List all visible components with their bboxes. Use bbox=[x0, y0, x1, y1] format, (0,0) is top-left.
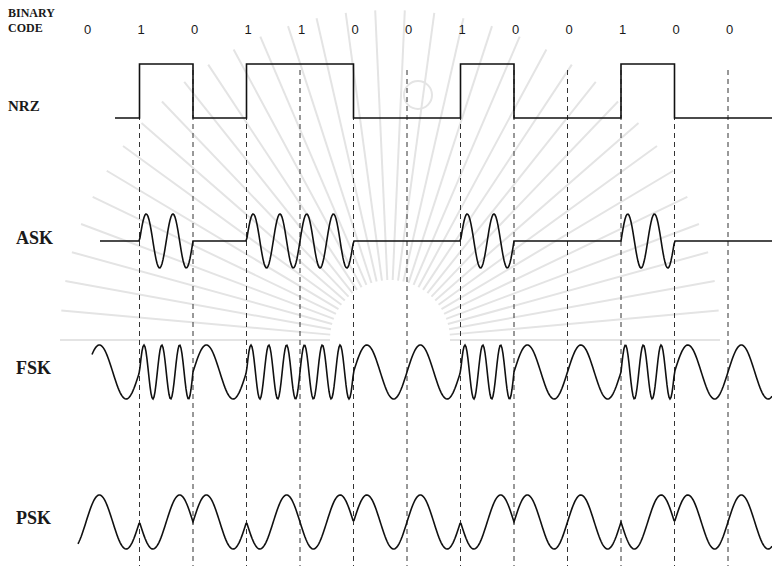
bit-value: 0 bbox=[673, 22, 680, 37]
signal-name: PSK bbox=[16, 508, 51, 529]
bit-value: 1 bbox=[138, 22, 145, 37]
bit-value: 0 bbox=[84, 22, 91, 37]
bit-value: 1 bbox=[245, 22, 252, 37]
row-heading: BINARY CODE bbox=[8, 6, 78, 36]
bit-value: 0 bbox=[566, 22, 573, 37]
bit-value: 0 bbox=[512, 22, 519, 37]
fsk-waveform bbox=[92, 345, 772, 399]
bit-value: 0 bbox=[191, 22, 198, 37]
bit-value: 1 bbox=[459, 22, 466, 37]
psk-waveform bbox=[78, 495, 772, 549]
bit-boundary-lines bbox=[140, 70, 729, 566]
bit-value: 1 bbox=[298, 22, 305, 37]
bit-value: 0 bbox=[726, 22, 733, 37]
bit-value: 0 bbox=[405, 22, 412, 37]
signal-name: FSK bbox=[16, 358, 51, 379]
bit-value: 0 bbox=[352, 22, 359, 37]
signal-name: NRZ bbox=[8, 98, 40, 115]
signal-name: ASK bbox=[16, 228, 53, 249]
nrz-waveform bbox=[115, 64, 772, 118]
ask-waveform bbox=[100, 214, 772, 268]
bit-value: 1 bbox=[619, 22, 626, 37]
signal-waveforms bbox=[78, 64, 772, 549]
